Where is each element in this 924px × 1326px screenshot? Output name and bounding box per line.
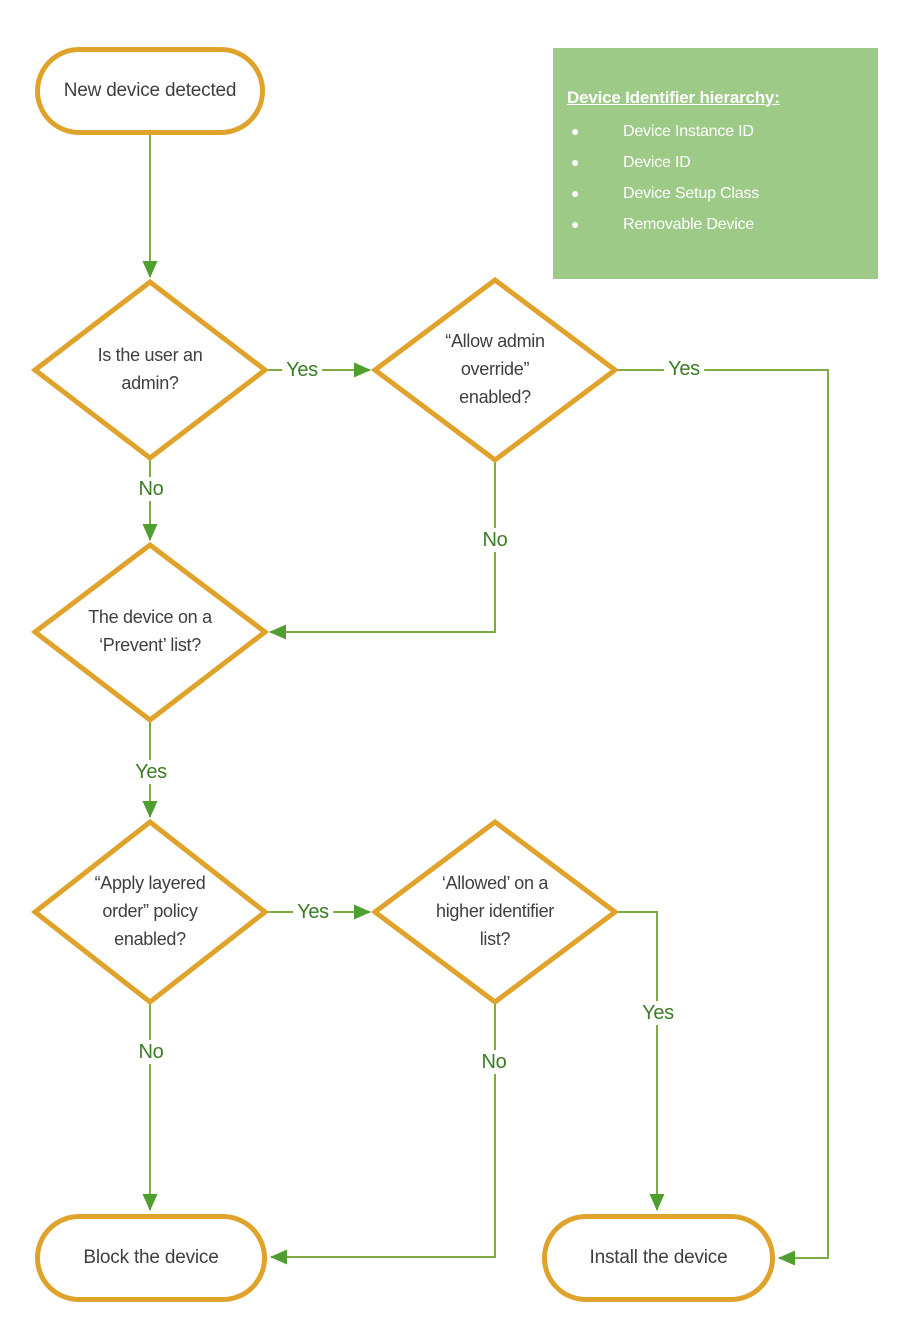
decision-override-shape [370, 276, 620, 464]
bullet-icon: ● [571, 122, 580, 139]
decision-layered-shape [30, 818, 270, 1006]
connector-override-to-install [615, 369, 829, 1266]
start-node-label: New device detected [63, 80, 237, 102]
edge-label-prevent-yes: Yes [131, 760, 171, 784]
install-node: Install the device [542, 1214, 775, 1302]
bullet-icon: ● [571, 184, 580, 201]
edge-label-higher-yes: Yes [638, 1001, 678, 1025]
legend-list: ● Device Instance ID ● Device ID ● Devic… [567, 116, 864, 240]
legend-item: ● Device Setup Class [567, 178, 864, 209]
decision-higher-label: ‘Allowed’ on a higher identifier list? [436, 873, 554, 949]
edge-label-override-yes: Yes [664, 357, 704, 381]
decision-higher-shape [370, 818, 620, 1006]
legend-item-label: Device ID [623, 153, 691, 171]
decision-layered-label: “Apply layered order” policy enabled? [94, 873, 206, 949]
legend-box: Device Identifier hierarchy: ● Device In… [553, 48, 878, 279]
connector-higher-to-install [615, 911, 665, 1211]
legend-item-label: Device Setup Class [623, 184, 760, 202]
edge-label-admin-no: No [134, 477, 168, 501]
block-node: Block the device [35, 1214, 267, 1302]
start-node: New device detected [35, 47, 265, 135]
bullet-icon: ● [571, 153, 580, 170]
block-node-label: Block the device [83, 1247, 219, 1269]
decision-admin-shape [30, 278, 270, 462]
connector-higher-to-block [270, 1002, 496, 1265]
decision-prevent-label: The device on a ‘Prevent’ list? [88, 607, 212, 655]
decision-admin-label: Is the user an admin? [97, 345, 203, 393]
decision-override-label: “Allow admin override” enabled? [445, 331, 545, 407]
legend-title: Device Identifier hierarchy: [567, 87, 780, 107]
edge-label-layered-yes: Yes [293, 900, 333, 924]
legend-item: ● Device ID [567, 147, 864, 178]
install-node-label: Install the device [589, 1247, 728, 1269]
bullet-icon: ● [571, 215, 580, 232]
legend-item-label: Device Instance ID [623, 122, 754, 140]
legend-item: ● Removable Device [567, 209, 864, 240]
edge-label-admin-yes: Yes [282, 358, 322, 382]
edge-label-override-no: No [478, 528, 512, 552]
edge-label-higher-no: No [477, 1050, 511, 1074]
connector-override-to-prevent [269, 460, 496, 640]
legend-item-label: Removable Device [623, 215, 755, 233]
legend-item: ● Device Instance ID [567, 116, 864, 147]
decision-prevent-shape [30, 541, 270, 724]
edge-label-layered-no: No [134, 1040, 168, 1064]
